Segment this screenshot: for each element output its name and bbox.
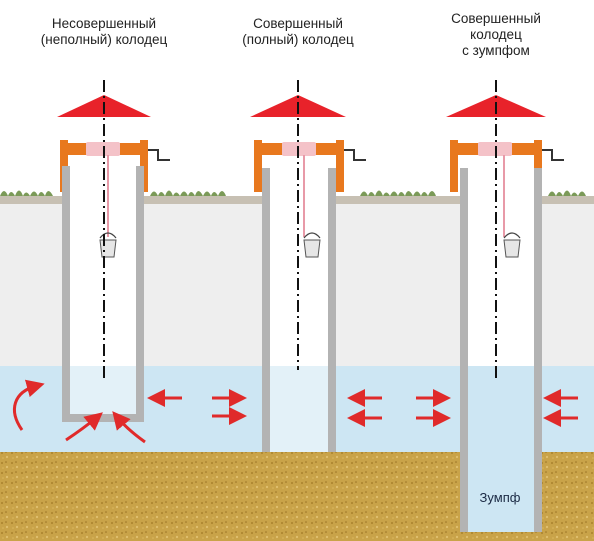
sump-label: Зумпф — [479, 490, 521, 505]
flow-arrow-icon — [65, 412, 103, 442]
well-3-title-line1: Совершенный — [451, 11, 541, 26]
well-2-title-line2: (полный) колодец — [242, 32, 354, 47]
well-3-title: Совершенный колодец с зумпфом — [411, 11, 581, 59]
grass-icon — [0, 190, 586, 196]
well-1-title: Несовершенный (неполный) колодец — [19, 16, 189, 48]
well-complete — [250, 80, 366, 452]
well-1-title-line1: Несовершенный — [51, 16, 157, 31]
well-with-sump — [446, 80, 564, 532]
curved-flow-arrow-icon — [13, 379, 45, 431]
well-3-title-line2: колодец — [470, 27, 522, 42]
well-1-title-line2: (неполный) колодец — [40, 32, 168, 47]
bucket-icon — [503, 232, 521, 258]
well-incomplete — [57, 80, 170, 422]
well-2-title: Совершенный (полный) колодец — [213, 16, 383, 48]
well-3-title-line3: с зумпфом — [462, 43, 530, 58]
well-2-title-line1: Совершенный — [253, 16, 343, 31]
flow-arrow-icon — [112, 411, 146, 444]
bucket-icon — [303, 232, 321, 258]
